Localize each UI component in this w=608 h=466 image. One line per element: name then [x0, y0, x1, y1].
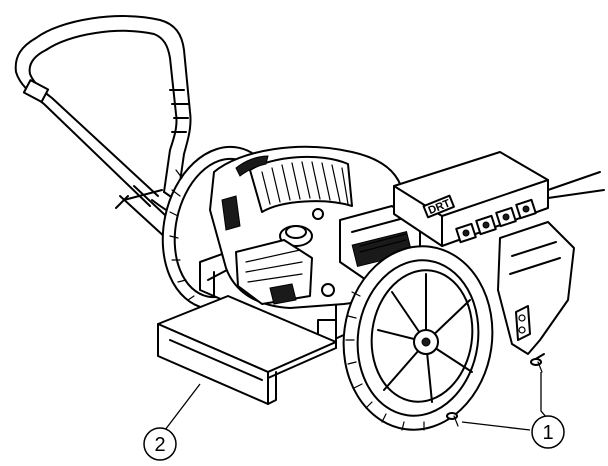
callout-1-leader-a: [540, 372, 548, 419]
callout-1-leader-b: [461, 421, 531, 431]
callout-1-circle: [531, 415, 565, 449]
callout-1: 1: [461, 372, 565, 449]
callout-2-label: 2: [154, 434, 165, 456]
trimmer-housing: DRT: [393, 151, 605, 355]
screw-bottom: [446, 412, 459, 427]
callout-2-leader: [164, 383, 201, 431]
callout-2-circle: [143, 427, 177, 461]
wheel-right: [342, 245, 494, 431]
screw-right: [530, 353, 545, 373]
callout-1-label: 1: [542, 422, 553, 444]
deck-shield: [157, 295, 337, 405]
callout-2: 2: [143, 383, 201, 461]
